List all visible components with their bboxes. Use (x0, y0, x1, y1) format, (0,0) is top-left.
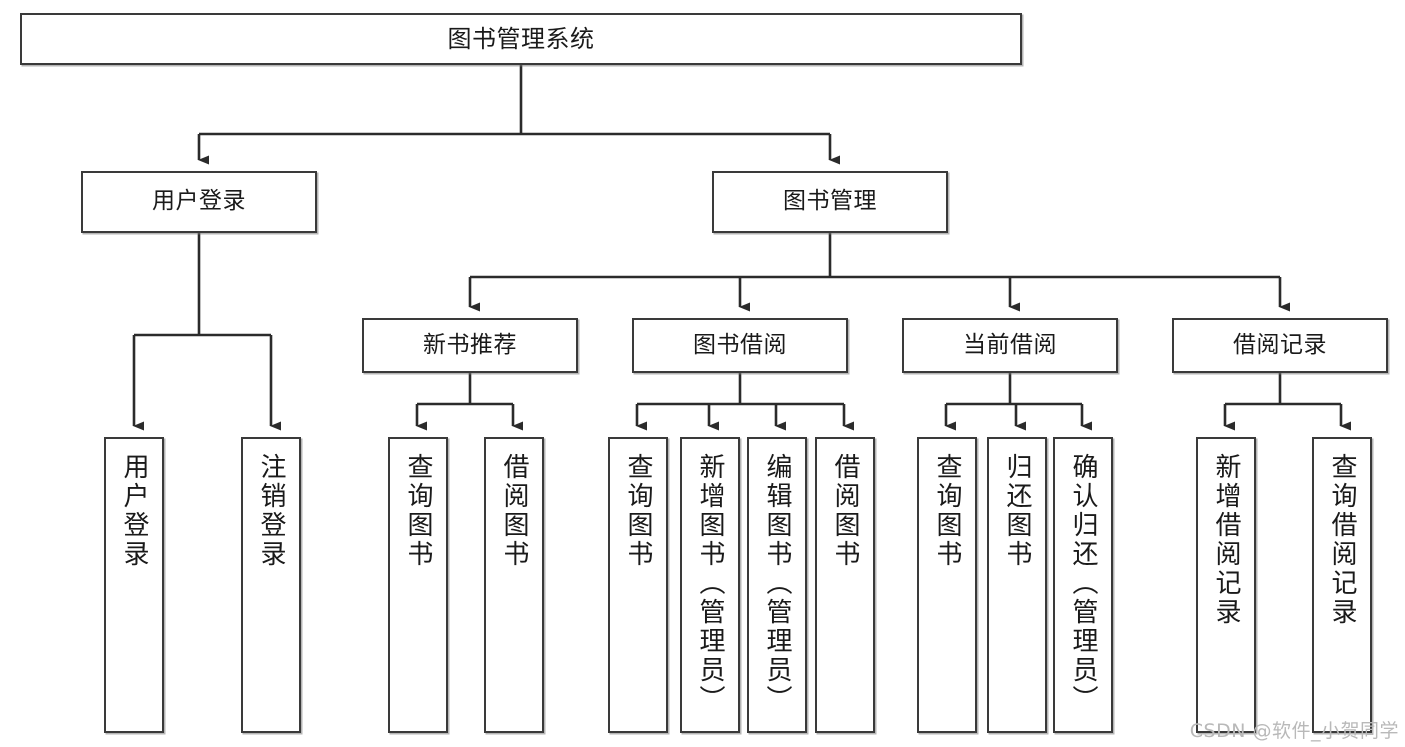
node-leaf-borrow-book-2[interactable]: 借阅图书 (815, 437, 875, 733)
node-label: 用户登录 (119, 453, 149, 569)
node-leaf-edit-book[interactable]: 编辑图书（管理员） (747, 437, 807, 733)
node-label: 当前借阅 (963, 331, 1057, 358)
node-label: 查询图书 (403, 453, 433, 569)
node-label: 借阅记录 (1233, 331, 1327, 358)
node-label: 注销登录 (256, 453, 286, 569)
node-label: 借阅图书 (499, 453, 529, 569)
node-book-borrow[interactable]: 图书借阅 (632, 318, 848, 373)
node-label: 图书管理系统 (447, 24, 595, 53)
node-leaf-query-book-1[interactable]: 查询图书 (388, 437, 448, 733)
node-label: 确认归还（管理员） (1068, 453, 1098, 714)
node-leaf-borrow-book-1[interactable]: 借阅图书 (484, 437, 544, 733)
node-leaf-query-book-3[interactable]: 查询图书 (917, 437, 977, 733)
node-borrow-record[interactable]: 借阅记录 (1172, 318, 1388, 373)
watermark-text: CSDN @软件_小贺同学 (1189, 720, 1399, 742)
node-label: 新增图书（管理员） (695, 453, 725, 714)
node-leaf-user-logout[interactable]: 注销登录 (241, 437, 301, 733)
node-label: 查询图书 (932, 453, 962, 569)
node-leaf-add-record[interactable]: 新增借阅记录 (1196, 437, 1256, 733)
node-user-login[interactable]: 用户登录 (81, 171, 317, 233)
node-label: 图书借阅 (693, 331, 787, 358)
node-root-system[interactable]: 图书管理系统 (20, 13, 1022, 65)
node-label: 图书管理 (783, 188, 877, 215)
node-current-borrow[interactable]: 当前借阅 (902, 318, 1118, 373)
node-label: 归还图书 (1002, 453, 1032, 569)
node-leaf-confirm-return[interactable]: 确认归还（管理员） (1053, 437, 1113, 733)
node-label: 查询借阅记录 (1327, 453, 1357, 627)
node-leaf-query-book-2[interactable]: 查询图书 (608, 437, 668, 733)
node-label: 用户登录 (152, 188, 246, 215)
node-leaf-user-login[interactable]: 用户登录 (104, 437, 164, 733)
node-leaf-add-book[interactable]: 新增图书（管理员） (680, 437, 740, 733)
node-label: 借阅图书 (830, 453, 860, 569)
node-label: 新增借阅记录 (1211, 453, 1241, 627)
node-label: 查询图书 (623, 453, 653, 569)
node-label: 编辑图书（管理员） (762, 453, 792, 714)
node-leaf-return-book[interactable]: 归还图书 (987, 437, 1047, 733)
node-leaf-query-record[interactable]: 查询借阅记录 (1312, 437, 1372, 733)
node-book-manage[interactable]: 图书管理 (712, 171, 948, 233)
node-label: 新书推荐 (423, 331, 517, 358)
node-new-book-rec[interactable]: 新书推荐 (362, 318, 578, 373)
